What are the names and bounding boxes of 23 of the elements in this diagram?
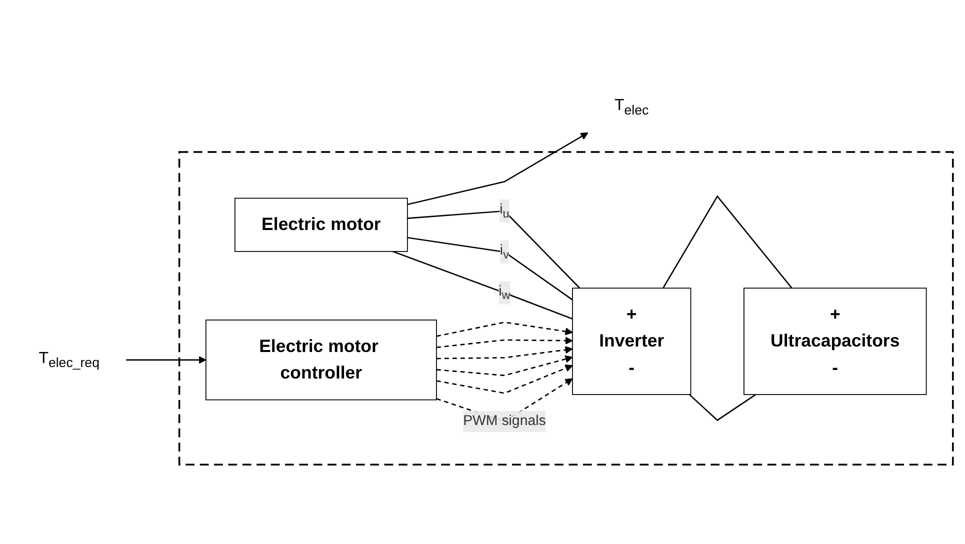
arrow bbox=[407, 132, 588, 205]
arrow bbox=[436, 346, 573, 359]
node-box: + Ultracapacitors - bbox=[744, 287, 927, 395]
connector bbox=[662, 194, 792, 288]
edge-label: PWM signals bbox=[463, 413, 546, 428]
connector bbox=[407, 236, 573, 300]
node-text: T$_{elec_req}$ bbox=[38, 348, 100, 370]
connector bbox=[407, 210, 580, 288]
connector bbox=[392, 250, 573, 320]
arrow bbox=[436, 321, 573, 337]
cluster bbox=[178, 150, 954, 466]
edge-label: i$_{v}$ bbox=[500, 242, 510, 261]
arrow bbox=[436, 364, 573, 394]
edge-label: i$_{w}$ bbox=[498, 284, 510, 302]
arrow bbox=[436, 336, 573, 348]
node-text: T$_{elec}$ bbox=[614, 96, 649, 118]
arrow bbox=[126, 356, 206, 364]
connector bbox=[688, 394, 756, 421]
node-box: Electric motor controller bbox=[205, 319, 437, 400]
node-box: Electric motor bbox=[234, 197, 408, 252]
arrow bbox=[436, 354, 573, 376]
edge-label: i$_{u}$ bbox=[500, 202, 510, 220]
node-box: + Inverter - bbox=[572, 287, 692, 395]
